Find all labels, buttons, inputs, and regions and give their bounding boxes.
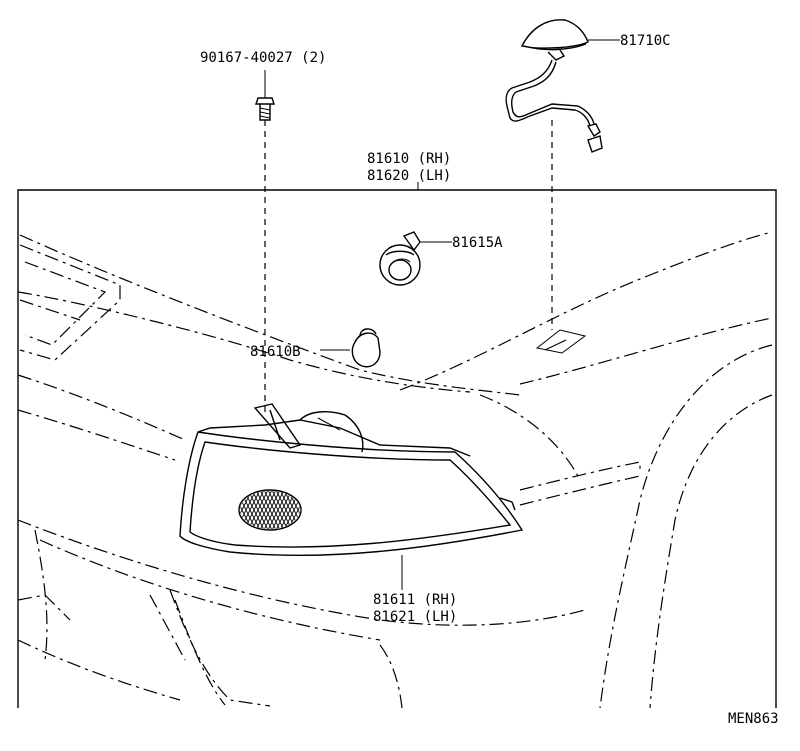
- figure-code: MEN863: [728, 711, 779, 727]
- label-lens-rh: 81611 (RH): [373, 592, 457, 608]
- label-lamp-assy-lh: 81620 (LH): [367, 168, 451, 184]
- reflector-grid: [238, 489, 302, 531]
- socket-part: [379, 231, 452, 286]
- label-lens-lh: 81621 (LH): [373, 609, 457, 625]
- install-guide-lines: [264, 120, 553, 412]
- antenna-lamp-part: [505, 19, 620, 153]
- label-bulb: 81610B: [250, 344, 301, 360]
- label-antenna-lamp: 81710C: [620, 33, 671, 49]
- label-lamp-assy-rh: 81610 (RH): [367, 151, 451, 167]
- label-socket: 81615A: [452, 235, 503, 251]
- vehicle-body-outline: [17, 231, 773, 709]
- bolt-part: [255, 70, 275, 121]
- bulb-part: [320, 328, 381, 368]
- label-bolt: 90167-40027 (2): [200, 50, 326, 66]
- side-lamp-assembly: [179, 403, 524, 590]
- frame-box: [17, 189, 777, 708]
- part-labels: 90167-40027 (2) 81610 (RH) 81620 (LH) 81…: [200, 33, 779, 727]
